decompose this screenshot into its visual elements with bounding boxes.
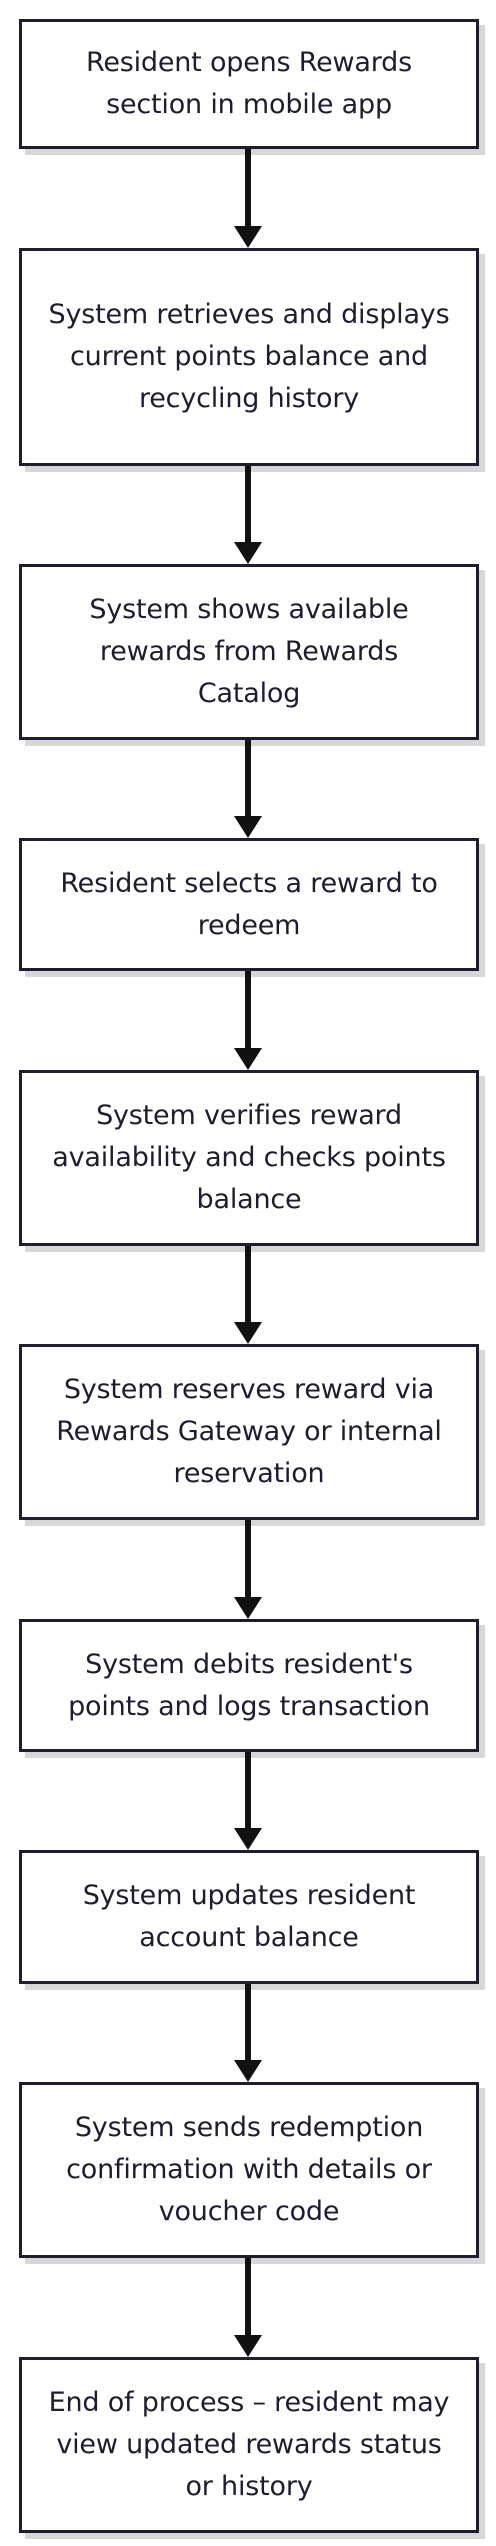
arrow-line: [245, 2258, 251, 2337]
flow-arrow: [234, 1984, 262, 2082]
step-label: System shows available rewards from Rewa…: [89, 594, 409, 709]
flow-arrow: [234, 1246, 262, 1344]
arrow-head-icon: [234, 1048, 262, 1070]
flow-arrow: [234, 740, 262, 838]
step-label: System reserves reward via Rewards Gatew…: [56, 1374, 442, 1489]
arrow-head-icon: [234, 1828, 262, 1850]
arrow-line: [245, 466, 251, 544]
step-box-verify-availability: System verifies reward availability and …: [19, 1070, 479, 1246]
arrow-head-icon: [234, 226, 262, 248]
arrow-head-icon: [234, 542, 262, 564]
step-label: Resident selects a reward to redeem: [60, 867, 438, 941]
arrow-line: [245, 971, 251, 1050]
step-label: System verifies reward availability and …: [52, 1100, 446, 1215]
step-box-retrieve-balance: System retrieves and displays current po…: [19, 248, 479, 466]
step-box-show-rewards: System shows available rewards from Rewa…: [19, 564, 479, 740]
step-box-send-confirmation: System sends redemption confirmation wit…: [19, 2082, 479, 2258]
arrow-head-icon: [234, 2335, 262, 2357]
arrow-head-icon: [234, 1597, 262, 1619]
arrow-head-icon: [234, 816, 262, 838]
flow-arrow: [234, 1520, 262, 1619]
flow-arrow: [234, 2258, 262, 2357]
arrow-line: [245, 1984, 251, 2062]
step-box-reserve-reward: System reserves reward via Rewards Gatew…: [19, 1344, 479, 1520]
arrow-line: [245, 1520, 251, 1599]
step-label: System sends redemption confirmation wit…: [66, 2112, 432, 2227]
flow-arrow: [234, 149, 262, 248]
arrow-head-icon: [234, 1322, 262, 1344]
step-label: System retrieves and displays current po…: [48, 299, 450, 414]
step-label: Resident opens Rewards section in mobile…: [85, 47, 412, 120]
arrow-line: [245, 740, 251, 818]
step-box-open-rewards: Resident opens Rewards section in mobile…: [19, 19, 479, 149]
arrow-line: [245, 1752, 251, 1830]
step-label: System updates resident account balance: [82, 1880, 416, 1953]
step-box-select-reward: Resident selects a reward to redeem: [19, 838, 479, 971]
step-label: End of process – resident may view updat…: [48, 2387, 450, 2502]
flow-arrow: [234, 1752, 262, 1850]
flow-arrow: [234, 466, 262, 564]
flow-arrow: [234, 971, 262, 1070]
arrow-head-icon: [234, 2060, 262, 2082]
arrow-line: [245, 149, 251, 228]
step-box-update-balance: System updates resident account balance: [19, 1850, 479, 1984]
step-box-debit-points: System debits resident's points and logs…: [19, 1619, 479, 1752]
step-label: System debits resident's points and logs…: [68, 1648, 430, 1722]
arrow-line: [245, 1246, 251, 1324]
step-box-end-of-process: End of process – resident may view updat…: [19, 2357, 479, 2533]
